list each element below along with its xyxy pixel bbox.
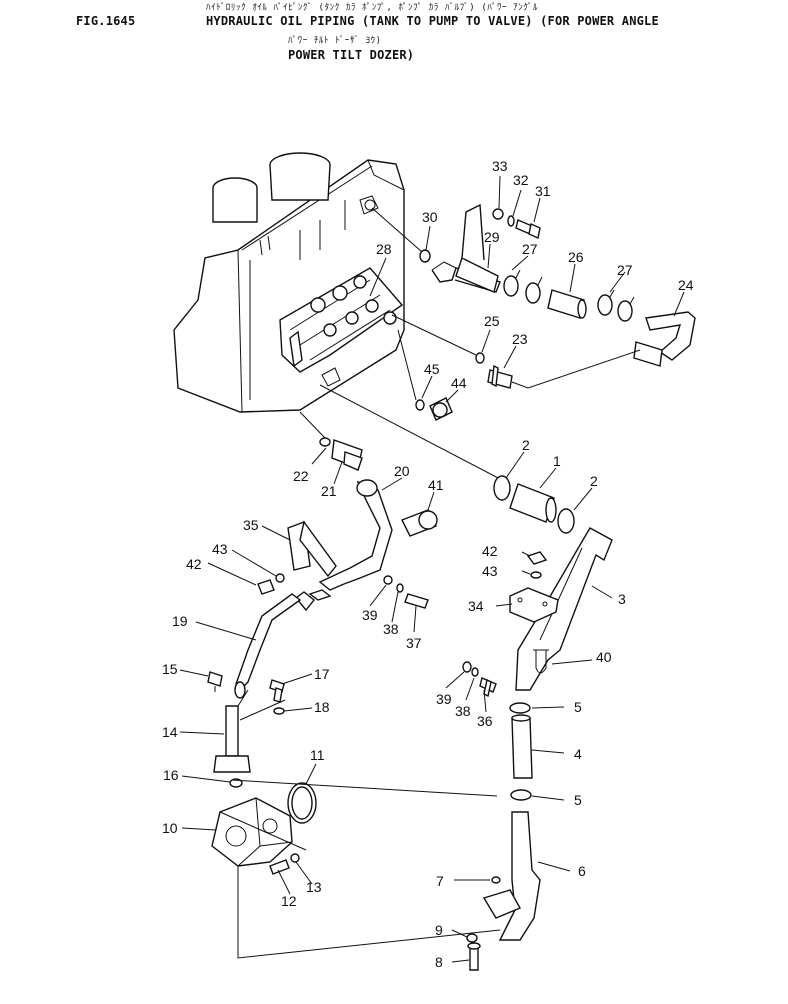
title-line-2: POWER TILT DOZER): [288, 48, 415, 62]
callout-15: 15: [162, 661, 178, 677]
callout-21: 21: [321, 483, 337, 499]
leader-lines: [179, 175, 685, 963]
callout-6: 6: [578, 863, 586, 879]
callout-17: 17: [314, 666, 330, 682]
callout-39a: 39: [362, 607, 378, 623]
callout-24: 24: [678, 277, 694, 293]
callout-45: 45: [424, 361, 440, 377]
callout-19: 19: [172, 613, 188, 629]
callout-13: 13: [306, 879, 322, 895]
callout-42b: 42: [186, 556, 202, 572]
callout-39b: 39: [436, 691, 452, 707]
suction-pipe-assembly: [466, 702, 541, 971]
callout-26: 26: [568, 249, 584, 265]
callout-42a: 42: [482, 543, 498, 559]
callout-36: 36: [477, 713, 493, 729]
control-valve: [279, 267, 404, 387]
callout-23: 23: [512, 331, 528, 347]
pump-assembly: [207, 411, 501, 959]
callout-35: 35: [243, 517, 259, 533]
callout-10: 10: [162, 820, 178, 836]
callout-43b: 43: [212, 541, 228, 557]
callout-40: 40: [596, 649, 612, 665]
callout-28: 28: [376, 241, 392, 257]
return-hose-assembly: [319, 384, 613, 698]
figure-number: FIG.1645: [76, 14, 136, 28]
callout-34: 34: [468, 598, 484, 614]
callout-44: 44: [451, 375, 467, 391]
callout-22: 22: [293, 468, 309, 484]
callout-31: 31: [535, 183, 551, 199]
callout-38a: 38: [383, 621, 399, 637]
callout-9: 9: [435, 922, 443, 938]
callout-32: 32: [513, 172, 529, 188]
callout-11: 11: [310, 747, 325, 763]
title-line-1: HYDRAULIC OIL PIPING (TANK TO PUMP TO VA…: [206, 14, 659, 28]
callout-27b: 27: [617, 262, 633, 278]
suction-assembly: [371, 203, 696, 421]
callout-38b: 38: [455, 703, 471, 719]
callout-5b: 5: [574, 792, 582, 808]
callout-12: 12: [281, 893, 297, 909]
callout-14: 14: [162, 724, 178, 740]
callout-33: 33: [492, 158, 508, 174]
callout-5a: 5: [574, 699, 582, 715]
callout-2a: 2: [522, 437, 530, 453]
callout-7: 7: [436, 873, 444, 889]
figure-header: FIG.1645 ﾊｲﾄﾞﾛﾘｯｸ ｵｲﾙ ﾊﾟｲﾋﾟﾝｸﾞ (ﾀﾝｸ ｶﾗ ﾎ…: [0, 0, 788, 70]
callout-20: 20: [394, 463, 410, 479]
callout-18: 18: [314, 699, 330, 715]
callout-3: 3: [618, 591, 626, 607]
callout-16: 16: [163, 767, 179, 783]
callout-37: 37: [406, 635, 422, 651]
callout-4: 4: [574, 746, 582, 762]
title-katakana-line-2: ﾊﾟﾜｰ ﾁﾙﾄ ﾄﾞｰｻﾞ ﾖｳ): [288, 36, 382, 46]
callout-29: 29: [484, 229, 500, 245]
callout-2b: 2: [590, 473, 598, 489]
callout-27a: 27: [522, 241, 538, 257]
callout-30: 30: [422, 209, 438, 225]
callout-8: 8: [435, 954, 443, 970]
callout-43a: 43: [482, 563, 498, 579]
callout-25: 25: [484, 313, 500, 329]
callout-labels: 33 32 31 30 29 27 26 27 24 28 25 23 45 4…: [162, 158, 694, 970]
callout-41: 41: [428, 477, 444, 493]
title-katakana-line-1: ﾊｲﾄﾞﾛﾘｯｸ ｵｲﾙ ﾊﾟｲﾋﾟﾝｸﾞ (ﾀﾝｸ ｶﾗ ﾎﾟﾝﾌﾟ, ﾎﾟﾝ…: [206, 3, 539, 13]
callout-1: 1: [553, 453, 561, 469]
hydraulic-tank: [173, 152, 405, 413]
